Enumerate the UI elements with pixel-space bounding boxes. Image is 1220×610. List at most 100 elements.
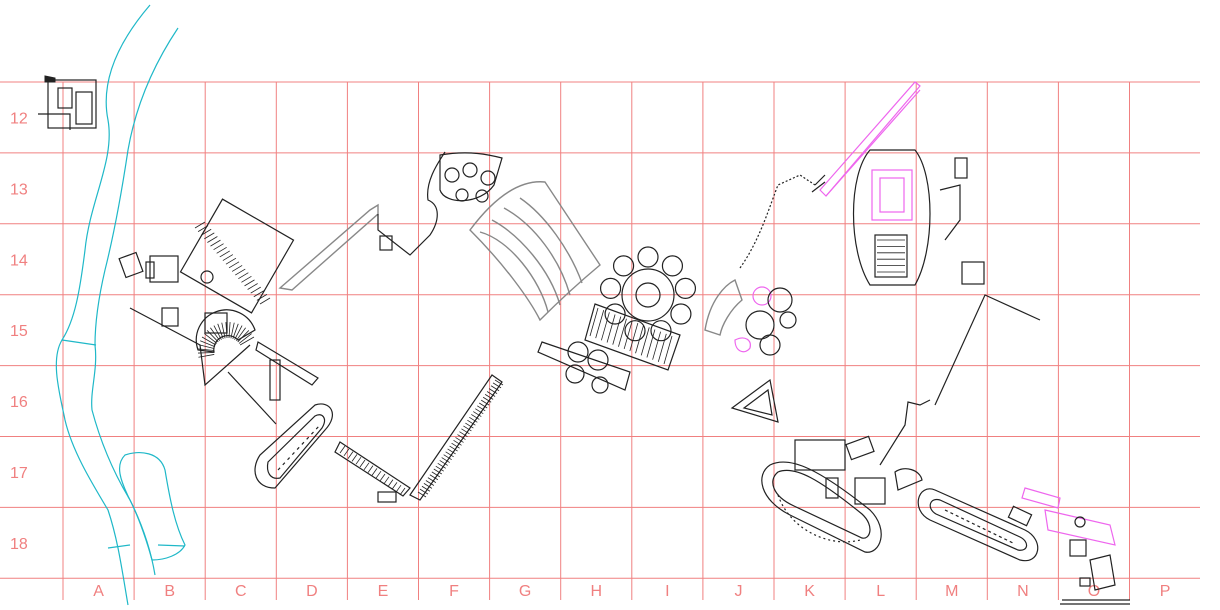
hatch-line [423,483,433,489]
hatch-line [482,396,492,403]
stadium-seat-line [239,336,255,346]
hatch-line [387,479,394,487]
hatch-line [646,329,656,358]
complex-j14 [704,174,826,423]
pod-circle [637,246,659,268]
stadium-seat-line [228,322,231,339]
complex-d15 [227,341,411,503]
hatch-line [490,385,500,392]
stadium-seat-line [200,340,216,348]
stadium-seat-line [210,327,221,341]
hatch-line [197,225,209,232]
column-label: P [1160,583,1171,600]
hatch-line [417,491,427,498]
hatch-line [453,439,462,446]
path-m15 [879,294,1041,466]
hatch-line [395,484,402,493]
hatch-line [459,431,468,438]
stadium-seat-line [198,352,215,354]
column-label: D [306,583,318,600]
hatch-line [219,250,230,258]
stadium-seat-line [213,325,222,340]
hatch-line [478,402,488,409]
hatch-line [439,460,448,466]
hatch-line [210,239,221,247]
column-label: G [519,583,531,600]
pod-circle [670,303,692,325]
hatch-line [238,272,249,280]
river-channel [55,4,186,606]
hatch-line [435,465,444,472]
hatch-line [475,408,484,415]
pod-circle [624,320,646,342]
stadium-seat-line [201,336,217,346]
column-label: I [665,583,669,600]
hatch-line [359,459,366,468]
capsule-m17 [917,488,1039,562]
hatch-line [589,307,599,337]
hatch-line [241,275,252,283]
hatch-line [461,428,470,435]
hatch-line [451,442,460,449]
hatch-line [443,454,452,461]
hatch-line [427,477,437,483]
hatch-line [216,246,227,254]
column-label: O [1088,583,1100,600]
hatch-line [256,294,268,301]
hatch-line [469,416,478,423]
strip-f16 [409,374,504,501]
hatch-line [635,325,644,354]
column-label: F [449,583,459,600]
hatch-line [363,462,370,471]
hatch-line [250,286,261,294]
hatch-line [441,457,450,463]
hatch-line [612,316,622,345]
hatch-line [629,322,639,352]
complex-n17 [1021,487,1130,605]
hatch-line [339,445,346,454]
row-label: 14 [10,252,28,269]
hatch-line [606,314,616,343]
pod-circle [650,320,672,342]
hatch-line [467,419,476,426]
hatch-line [371,468,378,476]
stadium-seat-line [225,322,228,339]
column-label: E [378,583,389,600]
hatch-line [225,257,237,265]
hatch-line [486,391,496,397]
hatch-line [431,471,441,478]
hatch-line [492,382,502,389]
stadium-seat-line [198,348,215,351]
hatch-line [437,462,446,469]
hatch-line [207,236,218,243]
column-label: A [93,583,104,600]
hatch-line [465,422,474,429]
hatch-line [477,405,486,412]
hatch-line [640,327,650,356]
pod-circle [604,303,626,325]
row-label: 16 [10,394,28,411]
hatch-line [433,468,443,475]
hatch-line [228,261,240,269]
pod-circle [612,255,635,277]
stadium-seat-line [204,333,218,344]
complex-h14 [469,181,697,394]
hatch-line [194,221,206,229]
stadium-seat-line [235,327,246,341]
hatch-line [447,448,456,455]
hatch-line [222,254,234,261]
hatch-line [343,448,350,457]
stadium-seat-line [234,325,243,340]
stadium-seat-line [232,323,239,339]
hatch-line [494,379,504,386]
pod-circle [599,277,622,300]
hatch-line [421,485,431,492]
column-label: J [734,583,742,600]
stadium-seat-line [221,322,226,339]
column-label: K [804,583,815,600]
row-label: 17 [10,465,28,482]
hatch-line [351,454,358,462]
hatch-line [473,411,482,417]
